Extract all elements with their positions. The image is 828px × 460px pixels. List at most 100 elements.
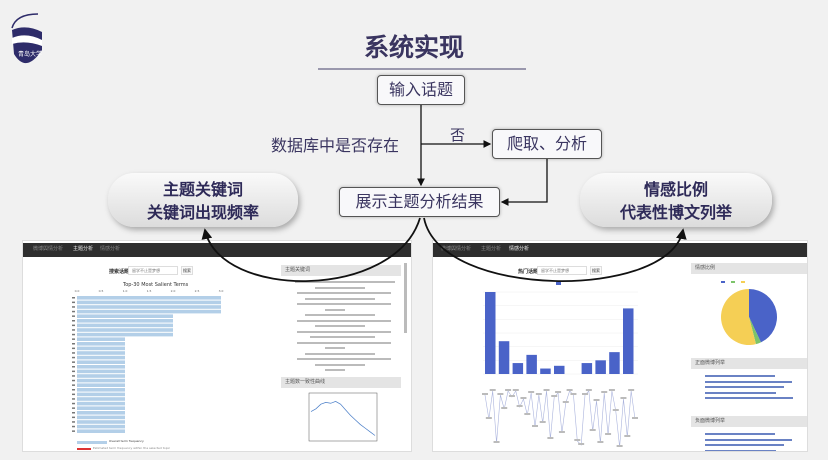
point-label: [601, 391, 608, 393]
term-label: [72, 320, 75, 322]
nav-bar: 微博舆情分析 主题分析 情感分析: [433, 243, 807, 257]
term-label: [72, 347, 75, 350]
arrow-to-result: [500, 159, 548, 206]
point-label: [489, 389, 496, 391]
x-tick-label: 1.5: [147, 289, 152, 293]
bar: [77, 374, 125, 378]
nav-bar: 微博舆情分析 主题分析 情感分析: [23, 243, 411, 257]
nav-tab[interactable]: 微博舆情分析: [33, 246, 64, 252]
bar: [623, 308, 634, 374]
point-label: [632, 417, 638, 419]
point-label: [497, 393, 504, 395]
bar: [77, 337, 125, 341]
keyword-item: [325, 308, 345, 311]
keyword-item: [325, 369, 345, 371]
term-label: [72, 425, 75, 428]
capsule-line: 主题关键词: [162, 180, 243, 199]
search-input[interactable]: 留学不止是梦想: [537, 266, 587, 275]
university-logo: 青岛大学: [8, 10, 44, 66]
search-input[interactable]: 留学不止是梦想: [128, 266, 178, 275]
keyword-item: [305, 314, 375, 316]
point-label: [532, 425, 538, 427]
x-tick-label: 2.5: [195, 289, 200, 293]
nav-tab[interactable]: 微博舆情分析: [441, 246, 472, 252]
legend-swatch: [731, 281, 735, 283]
term-label: [72, 361, 75, 363]
x-tick-label: 0.5: [99, 289, 104, 293]
post-link[interactable]: [705, 380, 792, 383]
point-label: [512, 389, 519, 391]
point-label: [608, 389, 615, 391]
legend-label: Estimated term frequency within the sele…: [93, 446, 171, 450]
term-label: [72, 379, 75, 382]
database-question: 数据库中是否存在: [271, 136, 400, 155]
post-link[interactable]: [705, 449, 776, 451]
coherence-plot: [308, 392, 378, 442]
keyword-item: [315, 363, 365, 366]
bar: [554, 365, 565, 374]
term-label: [72, 389, 75, 391]
point-label: [597, 441, 604, 443]
bar: [595, 360, 606, 374]
nav-tab[interactable]: 情感分析: [100, 246, 121, 252]
post-link[interactable]: [705, 375, 775, 377]
bar: [77, 411, 125, 415]
input-topic-box: 输入话题: [377, 75, 465, 105]
legend-swatch: [741, 281, 745, 283]
keyword-item: [325, 347, 345, 349]
bar: [77, 429, 125, 433]
post-link[interactable]: [705, 444, 784, 446]
keyword-item: [297, 303, 391, 305]
legend-swatch: [721, 281, 725, 283]
post-link[interactable]: [705, 391, 776, 394]
plot-frame: [308, 392, 378, 442]
point-label: [628, 389, 635, 391]
term-label: [72, 398, 75, 400]
bar: [512, 363, 524, 374]
panel-header: 主题关键词: [281, 265, 401, 276]
term-label: [72, 315, 75, 317]
bar: [77, 323, 173, 328]
sentiment-line-chart: [482, 389, 638, 448]
keyword-item: [297, 330, 391, 333]
term-label: [72, 370, 75, 373]
nav-tab-active[interactable]: 主题分析: [73, 246, 94, 252]
point-label: [485, 417, 492, 419]
search-button[interactable]: 搜索: [590, 266, 602, 275]
bar: [609, 352, 620, 374]
bar: [77, 420, 125, 424]
point-label: [508, 395, 515, 397]
point-label: [501, 407, 508, 409]
post-link[interactable]: [705, 397, 793, 399]
topic-analysis-screenshot: 微博舆情分析 主题分析 情感分析 搜索话题 留学不止是梦想 搜索 Top-30 …: [22, 240, 412, 452]
point-label: [566, 389, 573, 391]
term-label: [72, 338, 75, 340]
bar: [77, 355, 125, 360]
nav-tab[interactable]: 主题分析: [481, 246, 502, 252]
bar: [77, 378, 125, 383]
keyword-item: [295, 281, 395, 283]
search-button[interactable]: 搜索: [181, 266, 193, 275]
point-label: [493, 441, 500, 443]
pie-slice: [721, 289, 756, 345]
post-link[interactable]: [705, 386, 784, 388]
legend-label: Overall term frequency: [109, 439, 144, 443]
bar: [77, 309, 221, 314]
term-label: [72, 366, 75, 368]
keyword-item: [305, 297, 375, 300]
term-label: [72, 421, 75, 423]
scrollbar[interactable]: [404, 263, 407, 333]
panel-header: 负面微博列举: [691, 416, 807, 427]
post-link[interactable]: [705, 433, 775, 435]
point-label: [605, 433, 612, 435]
point-label: [551, 395, 558, 397]
x-tick-label: 3.0: [219, 289, 224, 293]
bar: [581, 363, 593, 374]
bar: [77, 319, 173, 323]
search-label: 热门话题: [518, 269, 539, 275]
point-label: [582, 393, 588, 395]
nav-tab-active[interactable]: 情感分析: [509, 246, 530, 252]
bar: [77, 383, 125, 387]
post-link[interactable]: [705, 438, 792, 441]
